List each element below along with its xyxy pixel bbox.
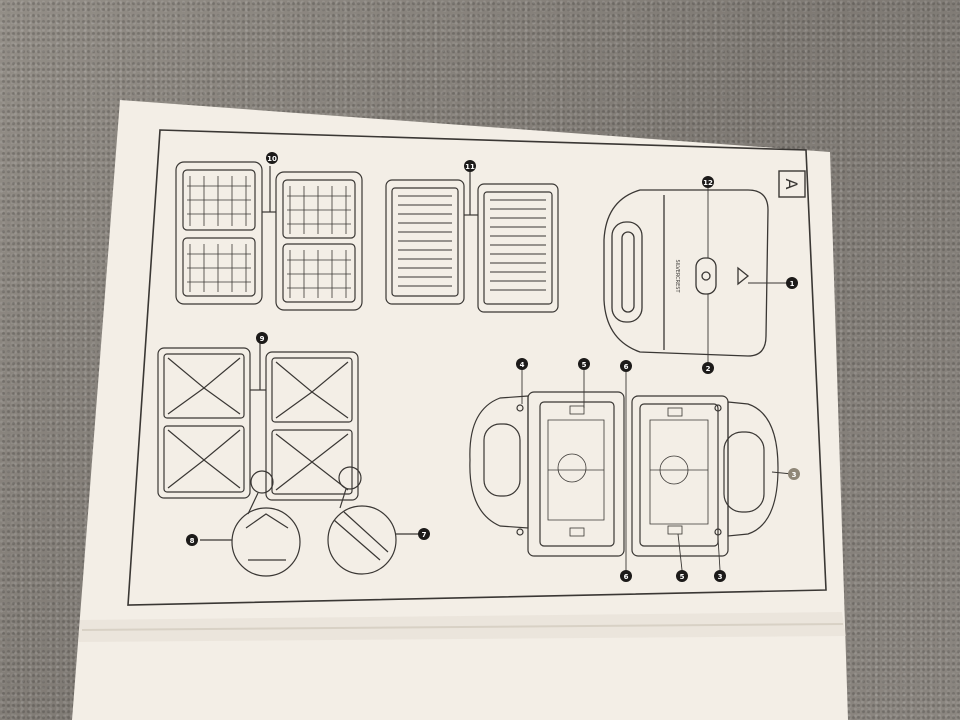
svg-text:1: 1	[790, 280, 795, 288]
svg-text:10: 10	[267, 155, 277, 163]
svg-text:2: 2	[706, 365, 711, 373]
callout-12: 12	[702, 176, 714, 188]
svg-text:3: 3	[718, 573, 723, 581]
callout-1: 1	[786, 277, 798, 289]
manual-sheet	[72, 100, 848, 720]
waffle-plates	[175, 161, 363, 311]
svg-text:8: 8	[190, 537, 195, 545]
callout-6b: 6	[620, 570, 632, 582]
svg-text:6: 6	[624, 363, 629, 371]
callout-3b: 3	[714, 570, 726, 582]
section-letter-box: A	[778, 170, 806, 198]
svg-text:7: 7	[422, 531, 427, 539]
closed-appliance: SILVERCREST	[603, 188, 786, 362]
callout-2: 2	[702, 362, 714, 374]
callout-9: 9	[256, 332, 268, 344]
svg-text:12: 12	[703, 179, 713, 187]
callout-8: 8	[186, 534, 198, 546]
svg-text:4: 4	[520, 361, 525, 369]
open-appliance	[469, 370, 793, 572]
callout-7: 7	[418, 528, 430, 540]
callout-5a: 5	[578, 358, 590, 370]
callout-5b: 5	[676, 570, 688, 582]
callout-4: 4	[516, 358, 528, 370]
section-letter: A	[782, 179, 801, 190]
svg-text:9: 9	[260, 335, 265, 343]
diagram-frame	[127, 129, 827, 606]
grill-plates	[385, 172, 559, 313]
svg-text:11: 11	[465, 163, 475, 171]
svg-text:6: 6	[624, 573, 629, 581]
sheet-fold-line	[81, 623, 844, 631]
callout-badges: 1 2 3 3 4 5 5 6 6 7 8 9 10 11 12	[186, 152, 800, 582]
callout-11: 11	[464, 160, 476, 172]
sandwich-plates	[157, 340, 420, 577]
svg-text:5: 5	[680, 573, 685, 581]
callout-6a: 6	[620, 360, 632, 372]
svg-text:5: 5	[582, 361, 587, 369]
callout-10: 10	[266, 152, 278, 164]
svg-text:3: 3	[792, 471, 797, 479]
brand-mark: SILVERCREST	[674, 259, 680, 293]
callout-3a: 3	[788, 468, 800, 480]
